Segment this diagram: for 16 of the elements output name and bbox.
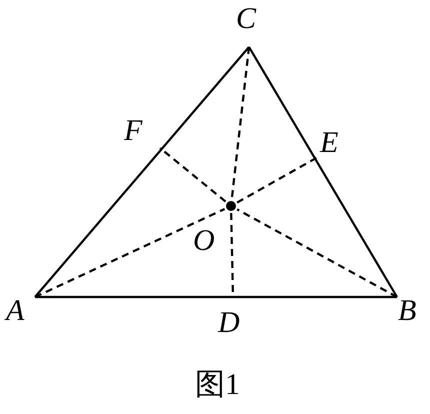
point-label: O bbox=[193, 226, 215, 256]
point-label: C bbox=[236, 4, 256, 34]
point-label: D bbox=[218, 308, 240, 338]
figure-caption: 图1 bbox=[195, 368, 240, 402]
point-label: E bbox=[320, 128, 338, 158]
point-label: A bbox=[6, 296, 24, 326]
triangle-side bbox=[35, 296, 397, 298]
dashed-segment bbox=[34, 208, 226, 298]
triangle-side bbox=[248, 46, 398, 298]
dashed-segment bbox=[236, 208, 398, 298]
dashed-segment bbox=[236, 156, 319, 204]
dashed-segment bbox=[230, 46, 250, 200]
dashed-segment bbox=[159, 147, 226, 202]
point-label: B bbox=[398, 296, 416, 326]
triangle-side bbox=[34, 46, 250, 298]
point-label: F bbox=[124, 116, 142, 146]
